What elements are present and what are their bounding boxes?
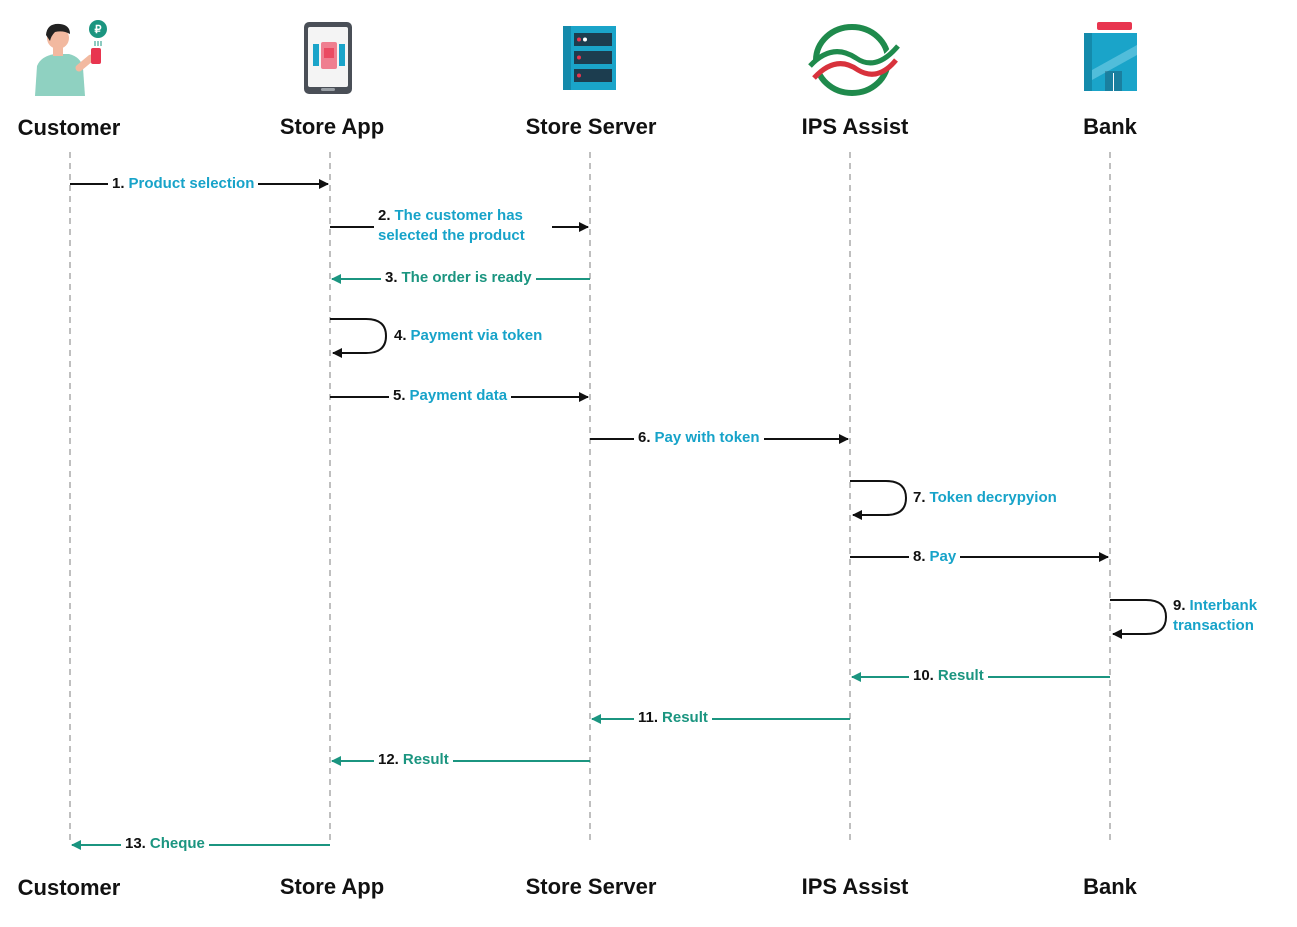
message-label-4: 4.Payment via token: [390, 326, 547, 346]
message-number: 5.: [393, 387, 406, 404]
ips-assist-logo: [806, 24, 902, 96]
message-text: Payment via token: [410, 327, 543, 344]
message-text: The order is ready: [401, 269, 532, 286]
message-number: 11.: [638, 709, 659, 726]
bank-building-icon: [1084, 22, 1137, 91]
message-arrow-9: [1110, 599, 1168, 639]
message-text: Pay with token: [654, 429, 760, 446]
server-icon: [563, 26, 616, 90]
message-text: Payment data: [409, 387, 508, 404]
person-with-phone-icon: ₽: [35, 20, 107, 96]
actor-label-top-store-server: Store Server: [525, 114, 657, 139]
message-arrow-7: [850, 480, 908, 520]
actor-label-bottom-customer: Customer: [17, 875, 121, 900]
message-number: 6.: [638, 429, 651, 446]
message-label-6: 6.Pay with token: [634, 428, 764, 448]
svg-text:₽: ₽: [95, 24, 102, 36]
message-number: 3.: [385, 269, 398, 286]
actor-label-bottom-store-server: Store Server: [525, 874, 657, 899]
message-label-2: 2.The customer has selected the product: [374, 206, 552, 246]
message-label-11: 11.Result: [634, 708, 712, 728]
message-label-7: 7.Token decrypyion: [909, 488, 1061, 508]
message-number: 7.: [913, 489, 926, 506]
message-text: Token decrypyion: [929, 489, 1057, 506]
message-number: 9.: [1173, 597, 1186, 614]
actor-label-top-customer: Customer: [17, 115, 121, 140]
message-number: 10.: [913, 667, 934, 684]
actor-label-top-store-app: Store App: [279, 114, 385, 139]
smartphone-icon: [304, 22, 352, 94]
message-number: 1.: [112, 175, 125, 192]
message-number: 2.: [378, 207, 391, 224]
message-label-12: 12.Result: [374, 750, 453, 770]
message-text: Pay: [929, 548, 957, 565]
message-text: Result: [937, 667, 984, 684]
lifelines: [69, 152, 1111, 845]
message-text: Interbank transaction: [1173, 597, 1258, 634]
message-label-3: 3.The order is ready: [381, 268, 536, 288]
actor-label-bottom-store-app: Store App: [279, 874, 385, 899]
message-text: The customer has selected the product: [378, 207, 525, 244]
message-text: Result: [662, 709, 708, 726]
actor-label-bottom-bank: Bank: [1083, 874, 1137, 899]
message-label-9: 9.Interbank transaction: [1169, 596, 1287, 636]
message-number: 8.: [913, 548, 926, 565]
message-text: Result: [402, 751, 449, 768]
actor-label-bottom-ips-assist: IPS Assist: [801, 874, 909, 899]
message-number: 13.: [125, 835, 146, 852]
message-label-10: 10.Result: [909, 666, 988, 686]
message-arrows: [70, 179, 1168, 850]
message-label-8: 8.Pay: [909, 547, 961, 567]
message-text: Product selection: [128, 175, 255, 192]
message-label-1: 1.Product selection: [108, 174, 259, 194]
message-text: Cheque: [149, 835, 205, 852]
message-number: 4.: [394, 327, 407, 344]
message-label-13: 13.Cheque: [121, 834, 209, 854]
message-number: 12.: [378, 751, 399, 768]
actor-label-top-ips-assist: IPS Assist: [801, 114, 909, 139]
message-arrow-4: [330, 318, 388, 358]
actor-label-top-bank: Bank: [1083, 114, 1137, 139]
message-label-5: 5.Payment data: [389, 386, 512, 406]
